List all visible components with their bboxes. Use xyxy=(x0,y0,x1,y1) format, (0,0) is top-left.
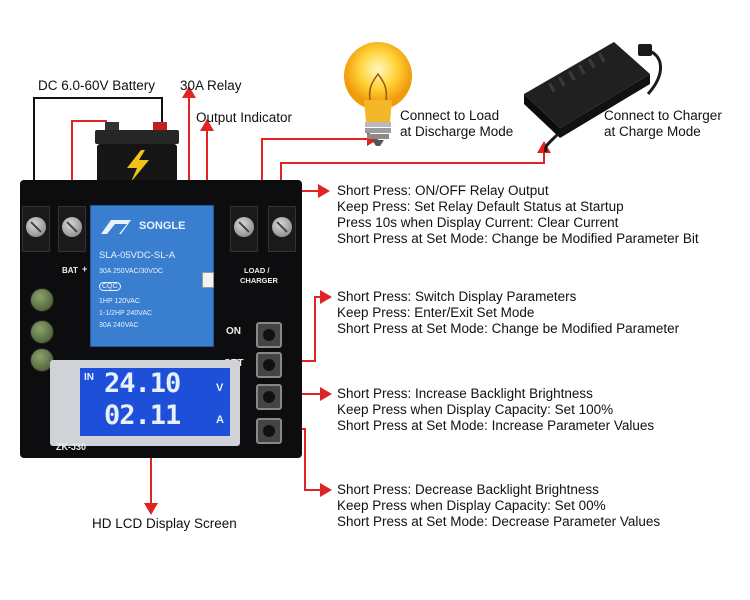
battery-icon xyxy=(93,120,181,188)
note-line: Short Press: Increase Backlight Brightne… xyxy=(337,386,593,401)
note-line: Press 10s when Display Current: Clear Cu… xyxy=(337,215,619,230)
relay-label: 30A Relay xyxy=(180,78,242,93)
plus-button-notes: Short Press: Increase Backlight Brightne… xyxy=(337,386,654,434)
capacitor xyxy=(30,320,54,344)
note-line: Keep Press when Display Capacity: Set 00… xyxy=(337,498,606,513)
note-line: Short Press at Set Mode: Change be Modif… xyxy=(337,231,699,246)
bat-silk-label: BAT xyxy=(62,266,78,275)
output-indicator-led xyxy=(202,272,214,288)
plus-button[interactable] xyxy=(256,384,282,410)
lcd-label: HD LCD Display Screen xyxy=(92,516,237,531)
battery-terminal-positive xyxy=(58,206,86,252)
on-button[interactable] xyxy=(256,322,282,348)
relay-cqc: CQC xyxy=(99,282,121,291)
note-line: Short Press: Decrease Backlight Brightne… xyxy=(337,482,599,497)
lcd-screen: IN 24.10 V 02.11 A xyxy=(80,368,230,436)
load-terminal-2 xyxy=(268,206,296,252)
note-line: Keep Press: Enter/Exit Set Mode xyxy=(337,305,535,320)
charger-label: Connect to Charger at Charge Mode xyxy=(604,108,722,140)
minus-button[interactable] xyxy=(256,418,282,444)
controller-board: BAT + SONGLE SLA-05VDC-SL-A 30A 250VAC/3… xyxy=(20,180,302,458)
relay-rating-3: 1-1/2HP 240VAC xyxy=(99,310,153,317)
minus-button-notes: Short Press: Decrease Backlight Brightne… xyxy=(337,482,660,530)
charger-label-line: at Charge Mode xyxy=(604,124,701,139)
load-label: Connect to Load at Discharge Mode xyxy=(400,108,513,140)
relay: SONGLE SLA-05VDC-SL-A 30A 250VAC/30VDC C… xyxy=(90,205,214,347)
load-charger-silk-1: LOAD / xyxy=(244,266,270,275)
relay-rating-1: 30A 250VAC/30VDC xyxy=(99,268,164,275)
button-label-on: ON xyxy=(226,326,241,337)
load-charger-silk-2: CHARGER xyxy=(240,276,278,285)
board-model-label: ZK-J30 xyxy=(56,442,87,452)
load-terminal-1 xyxy=(230,206,258,252)
charger-adapter-icon xyxy=(518,34,668,154)
output-indicator-label: Output Indicator xyxy=(196,110,293,125)
set-button[interactable] xyxy=(256,352,282,378)
load-label-line: Connect to Load xyxy=(400,108,500,123)
relay-rating-4: 30A 240VAC xyxy=(99,322,139,329)
lcd-in-label: IN xyxy=(84,372,94,383)
on-button-notes: Short Press: ON/OFF Relay Output Keep Pr… xyxy=(337,183,699,247)
capacitor xyxy=(30,288,54,312)
note-line: Short Press at Set Mode: Decrease Parame… xyxy=(337,514,661,529)
note-line: Keep Press: Set Relay Default Status at … xyxy=(337,199,624,214)
battery-terminal-negative xyxy=(22,206,50,252)
note-line: Short Press at Set Mode: Increase Parame… xyxy=(337,418,655,433)
lcd-voltage-unit: V xyxy=(216,382,224,394)
bat-plus-silk: + xyxy=(82,264,88,274)
note-line: Short Press at Set Mode: Change be Modif… xyxy=(337,321,680,336)
note-line: Keep Press when Display Capacity: Set 10… xyxy=(337,402,614,417)
note-line: Short Press: ON/OFF Relay Output xyxy=(337,183,549,198)
relay-brand: SONGLE xyxy=(139,220,186,232)
set-button-notes: Short Press: Switch Display Parameters K… xyxy=(337,289,679,337)
lcd-current: 02.11 xyxy=(104,400,181,431)
load-label-line: at Discharge Mode xyxy=(400,124,514,139)
lcd-current-unit: A xyxy=(216,414,224,426)
note-line: Short Press: Switch Display Parameters xyxy=(337,289,577,304)
charger-label-line: Connect to Charger xyxy=(604,108,722,123)
lcd-display: IN 24.10 V 02.11 A xyxy=(50,360,240,446)
lcd-voltage: 24.10 xyxy=(104,368,181,399)
battery-label: DC 6.0-60V Battery xyxy=(38,78,156,93)
relay-rating-2: 1HP 120VAC xyxy=(99,298,140,305)
relay-model: SLA-05VDC-SL-A xyxy=(99,250,176,261)
light-bulb-icon xyxy=(328,34,428,154)
